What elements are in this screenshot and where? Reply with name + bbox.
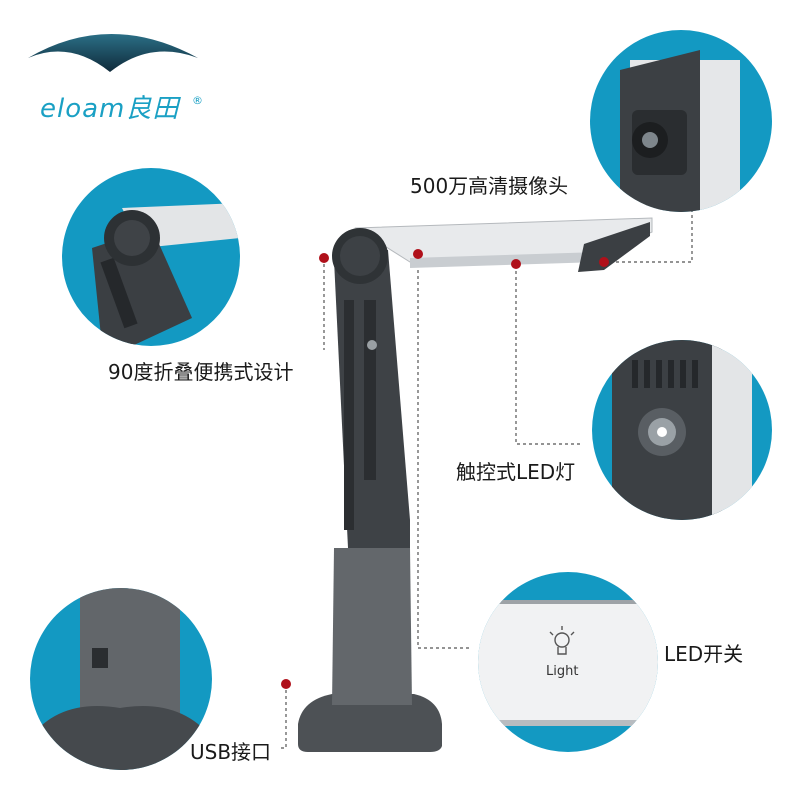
camera-label: 500万高清摄像头	[410, 174, 569, 198]
logo-swoosh-icon	[28, 34, 198, 72]
led-touch-label: 触控式LED灯	[456, 460, 576, 484]
camera-dot	[599, 257, 609, 267]
camera-head	[578, 222, 650, 272]
folding-label: 90度折叠便携式设计	[108, 360, 294, 384]
camera-detail-circle	[590, 30, 772, 212]
switch-dot	[413, 249, 423, 259]
callout-lines	[280, 210, 693, 749]
usb-label: USB接口	[190, 740, 272, 764]
base	[298, 694, 442, 752]
led-switch-label: LED开关	[664, 642, 744, 666]
light-bulb-icon	[549, 626, 575, 655]
led-dot	[511, 259, 521, 269]
usb-dot	[281, 679, 291, 689]
hinge-detail-circle	[62, 168, 240, 346]
usb-detail-circle	[30, 588, 212, 770]
usb-port-icon	[92, 648, 108, 668]
registered-mark: ®	[192, 94, 203, 107]
switch-detail-circle: Light	[478, 572, 658, 752]
lower-column	[332, 548, 412, 705]
led-detail-circle	[592, 340, 772, 520]
brand-name: eloam良田	[40, 94, 180, 124]
light-label: Light	[546, 664, 579, 679]
folding-dot	[319, 253, 329, 263]
